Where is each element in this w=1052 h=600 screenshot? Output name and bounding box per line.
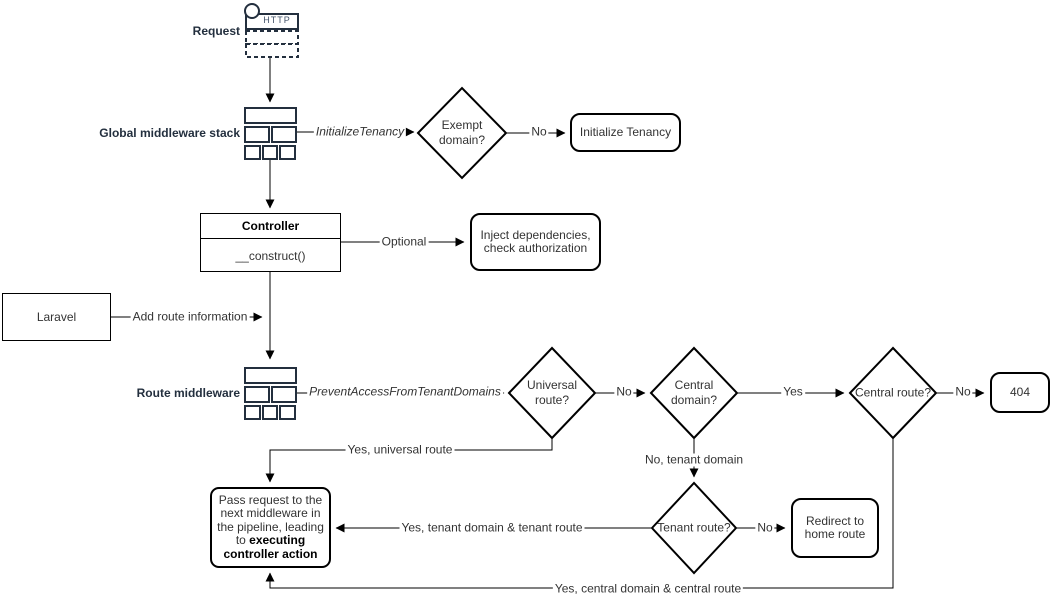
central-route-diamond: [848, 346, 938, 440]
tenant-route-no-label: No: [755, 520, 775, 535]
tenant-route-text: Tenant route?: [657, 520, 731, 535]
pass-request-text: Pass request to the next middleware in t…: [217, 492, 324, 561]
central-route-no-label: No: [953, 384, 973, 399]
optional-label: Optional: [379, 234, 429, 249]
redirect-home-box: Redirect to home route: [791, 498, 879, 558]
initialize-tenancy-box: Initialize Tenancy: [570, 113, 681, 152]
inject-dependencies-box: Inject dependencies, check authorization: [470, 213, 601, 271]
route-middleware-label: Route middleware: [136, 386, 240, 400]
yes-central-route-label: Yes, central domain & central route: [552, 581, 744, 596]
controller-method: __construct(): [235, 248, 306, 263]
not-found-box: 404: [990, 372, 1050, 413]
central-domain-diamond: [649, 346, 739, 440]
central-domain-yes-label: Yes: [781, 384, 805, 399]
pass-request-box: Pass request to the next middleware in t…: [210, 487, 331, 568]
laravel-box: Laravel: [2, 293, 111, 341]
no-tenant-domain-label: No, tenant domain: [642, 452, 746, 467]
universal-route-text: Universal route?: [526, 378, 577, 407]
yes-universal-route-label: Yes, universal route: [345, 442, 455, 457]
central-route-text: Central route?: [854, 385, 932, 400]
universal-no-label: No: [614, 384, 634, 399]
add-route-info-label: Add route information: [130, 309, 250, 324]
controller-box: Controller __construct(): [200, 213, 341, 272]
yes-tenant-route-label: Yes, tenant domain & tenant route: [399, 520, 585, 535]
exempt-domain-text: Exempt domain?: [438, 118, 486, 147]
global-middleware-label: Global middleware stack: [99, 126, 240, 140]
universal-route-diamond: [507, 346, 597, 440]
route-middleware-stack-icon: [244, 367, 297, 420]
exempt-no-label: No: [529, 124, 549, 139]
initialize-tenancy-edge-label: InitializeTenancy: [313, 124, 407, 139]
exempt-domain-diamond: [416, 86, 508, 180]
controller-title: Controller: [201, 214, 340, 239]
request-label: Request: [192, 24, 240, 38]
http-request-icon: [244, 3, 299, 58]
prevent-access-edge-label: PreventAccessFromTenantDomains: [307, 384, 503, 399]
central-domain-text: Central domain?: [670, 378, 718, 407]
tenant-route-diamond: [650, 481, 738, 575]
global-middleware-stack-icon: [244, 107, 297, 160]
http-label: HTTP: [263, 15, 291, 25]
